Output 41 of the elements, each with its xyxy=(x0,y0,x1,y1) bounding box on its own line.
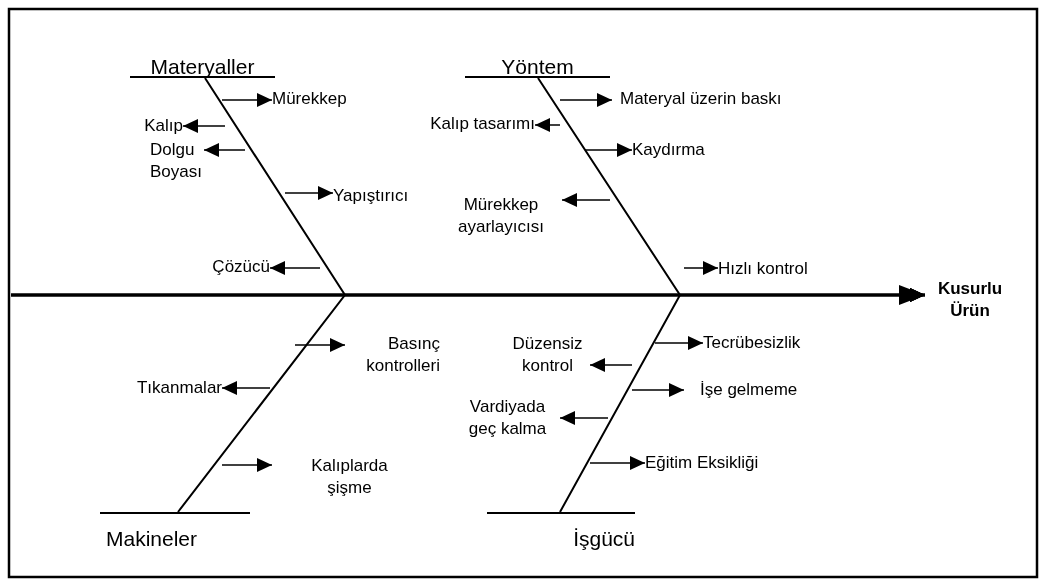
arrow xyxy=(631,383,685,397)
cause-label: Kalıplarda şişme xyxy=(272,455,402,499)
effect-label: Kusurlu Ürün xyxy=(925,278,1015,322)
arrow xyxy=(203,143,246,157)
arrow xyxy=(561,193,611,207)
cause-label: Mürekkep xyxy=(272,88,392,110)
arrow xyxy=(221,458,273,472)
cause-label: Eğitim Eksikliği xyxy=(645,452,865,474)
cause-label: Kalıp xyxy=(123,115,183,137)
arrow xyxy=(534,118,561,132)
cause-label: Hızlı kontrol xyxy=(718,258,858,280)
category-label: Materyaller xyxy=(130,56,275,78)
cause-label: Kaydırma xyxy=(632,139,752,161)
arrow xyxy=(584,143,633,157)
bone-line xyxy=(559,288,926,513)
arrow xyxy=(221,381,271,395)
arrow xyxy=(294,338,346,352)
cause-label: Vardiyada geç kalma xyxy=(455,396,560,440)
arrow xyxy=(559,93,613,107)
cause-label: Materyal üzerin baskı xyxy=(612,88,872,110)
cause-label: Çözücü xyxy=(170,256,270,278)
category-label: İşgücü xyxy=(487,512,635,552)
category-label: Yöntem xyxy=(465,56,610,78)
cause-label: Tecrübesizlik xyxy=(703,332,843,354)
cause-label: Dolgu Boyası xyxy=(150,139,204,183)
arrow xyxy=(589,358,633,372)
arrow xyxy=(221,93,273,107)
cause-label: Tıkanmalar xyxy=(110,377,222,399)
arrow xyxy=(284,186,334,200)
arrow xyxy=(589,456,646,470)
cause-label: İşe gelmeme xyxy=(684,379,824,401)
category-label: Makineler xyxy=(100,512,250,552)
arrow xyxy=(683,261,719,275)
arrow xyxy=(654,336,704,350)
cause-label: Kalıp tasarımı xyxy=(365,113,535,135)
cause-label: Düzensiz kontrol xyxy=(505,333,590,377)
spine-arrow xyxy=(11,285,925,305)
arrow xyxy=(559,411,609,425)
arrow xyxy=(182,119,226,133)
cause-label: Basınç kontrolleri xyxy=(345,333,440,377)
arrow xyxy=(269,261,321,275)
